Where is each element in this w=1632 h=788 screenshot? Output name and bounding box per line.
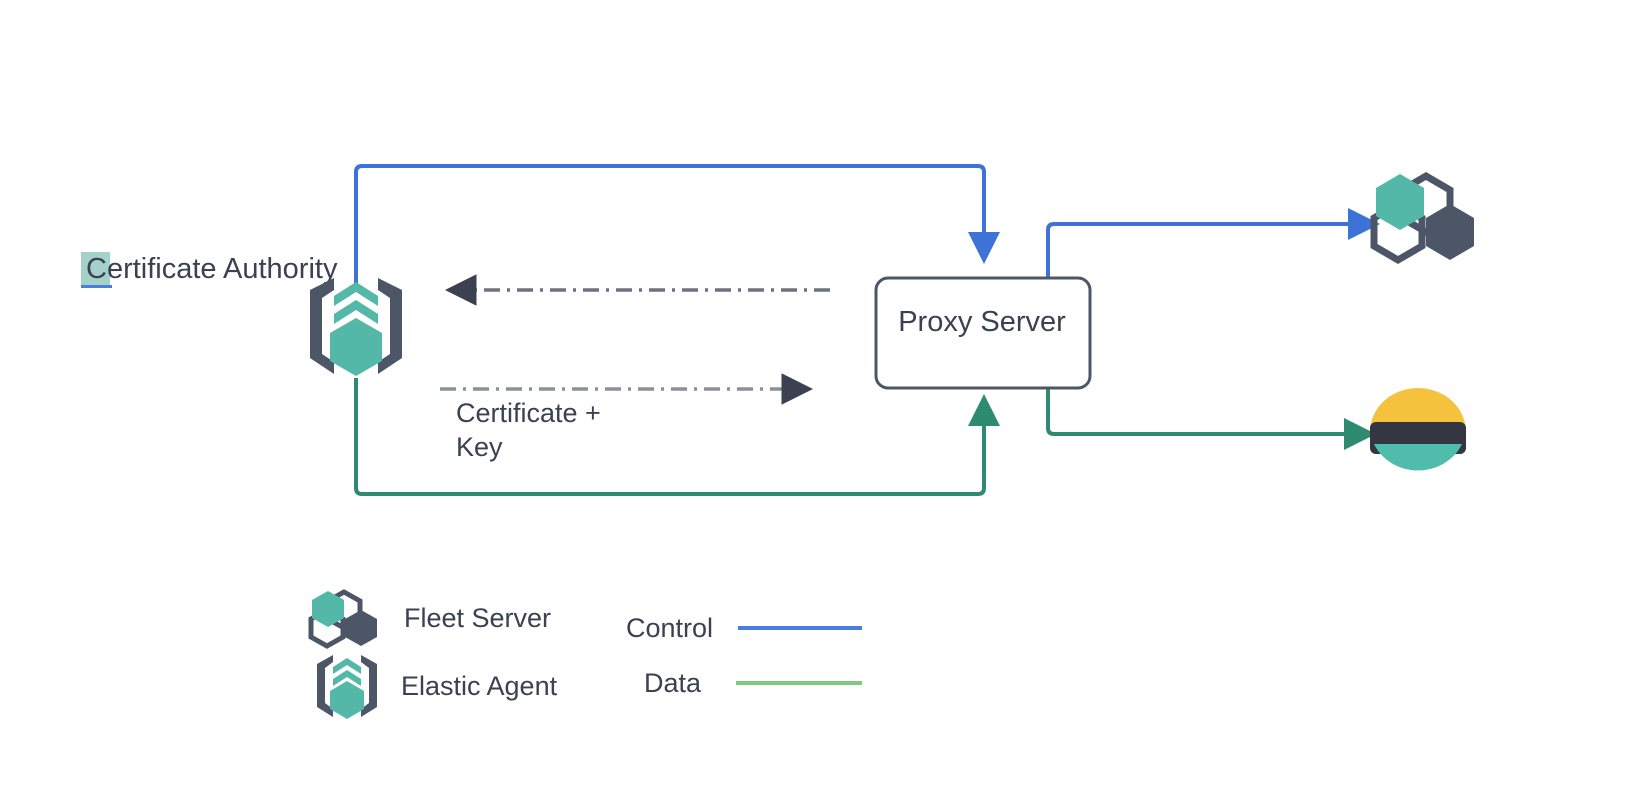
legend-elastic-agent-label: Elastic Agent bbox=[401, 671, 558, 701]
fleet-server-icon bbox=[1370, 171, 1474, 265]
elasticsearch-icon bbox=[1370, 388, 1466, 471]
legend-elastic-agent-icon bbox=[317, 655, 377, 719]
proxy-server-label: Proxy Server bbox=[898, 306, 1066, 338]
elastic-agent-icon bbox=[310, 278, 402, 376]
certificate-authority-text-underline bbox=[81, 285, 112, 288]
legend-fleet-server-label: Fleet Server bbox=[404, 603, 552, 633]
edge-agent-to-proxy-data bbox=[354, 378, 1000, 496]
certificate-authority-text-highlight bbox=[81, 252, 110, 287]
certificate-key-label: Certificate + Key bbox=[456, 398, 601, 462]
certificate-authority-label: Certificate Authority bbox=[86, 253, 338, 285]
edge-proxy-to-fleet-control bbox=[1046, 208, 1380, 278]
proxy-server-box[interactable] bbox=[874, 276, 1092, 390]
legend-control-label: Control bbox=[626, 613, 714, 643]
edge-proxy-to-elasticsearch-data bbox=[1046, 388, 1376, 450]
legend-fleet-server-icon bbox=[308, 589, 377, 649]
legend-data-label: Data bbox=[644, 668, 702, 698]
edge-agent-to-proxy-control bbox=[354, 164, 1000, 290]
